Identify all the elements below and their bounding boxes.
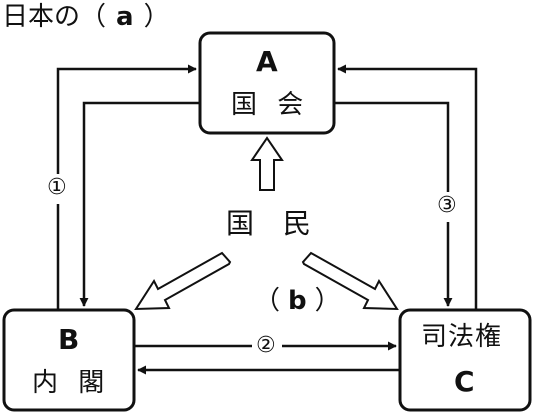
arrow-b-to-a-outer [56,64,197,310]
relation-b-open: （ [254,286,281,316]
people-label: 国 民 [226,207,321,240]
box-b-name: 内 閣 [32,368,111,398]
num-two-backdrop [252,332,282,360]
box-a-name: 国 会 [231,90,310,120]
arrow-a-to-b-inner [79,101,200,307]
hollow-arrow-people-to-c [301,251,399,311]
box-c-name: 司法権 [421,322,503,352]
title-prefix: 日本の（ [2,2,107,32]
diagram-title: 日本の（ a ） [2,4,170,30]
arrow-c-to-a-outer [337,64,478,310]
title-blank-a: a [116,2,134,32]
circled-number-one: ① [47,175,67,200]
box-b-naikaku [2,308,136,412]
circled-number-three: ③ [437,193,457,218]
box-b-letter: B [58,323,80,356]
box-a-letter: A [256,45,278,78]
relation-b-label: （b） [254,288,341,314]
num-three-backdrop [434,192,462,222]
box-c-letter: C [454,365,475,398]
box-a-kokkai [198,31,336,135]
arrow-a-to-c-inner [334,101,453,307]
hollow-arrow-people-to-b [134,251,232,311]
box-c-shihoken [398,308,532,412]
relation-b-blank: b [288,286,307,316]
relation-b-close: ） [314,286,341,316]
circled-number-two: ② [256,333,276,358]
num-one-backdrop [44,174,72,204]
title-suffix: ） [143,2,170,32]
hollow-arrow-people-to-a [250,136,284,191]
